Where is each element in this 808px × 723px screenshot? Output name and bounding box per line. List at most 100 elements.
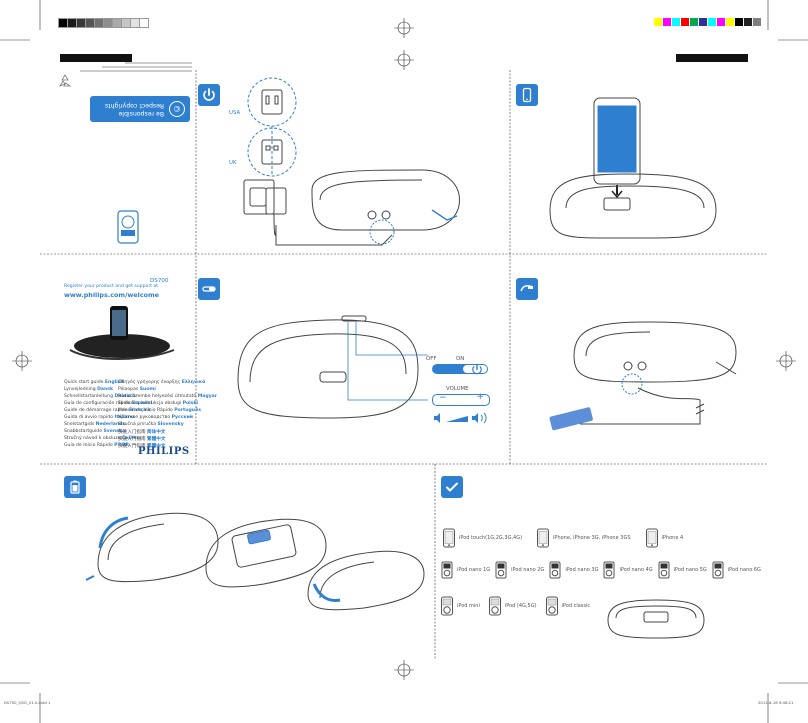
guide-title: Guida di avvio rapido xyxy=(64,415,115,420)
guide-title: 快速入门指南 xyxy=(118,430,148,435)
nano-device-icon xyxy=(712,561,724,579)
guide-title: Pikaopas xyxy=(118,387,140,392)
device-name: iPod classic xyxy=(561,603,591,609)
power-adapter-illustration xyxy=(243,77,460,246)
guide-title: Οδηγός γρήγορης έναρξης xyxy=(118,380,182,385)
language-entry: Pikaopas Suomi xyxy=(118,387,217,394)
respect-copyrights-badge: © Be responsible Respect copyrights xyxy=(90,96,190,122)
power-switch[interactable] xyxy=(432,364,488,374)
device-name: iPod mini xyxy=(457,603,480,609)
nano-device-icon xyxy=(495,561,507,579)
nano-device-icon xyxy=(441,561,453,579)
language-name: Русский xyxy=(171,415,194,420)
language-entry: Quick start guide English xyxy=(64,380,152,387)
guide-title: Snelstartgids xyxy=(64,422,96,427)
switch-icon xyxy=(198,278,220,300)
gray-swatch xyxy=(139,18,149,28)
language-name: Čeština xyxy=(121,436,142,441)
volume-up-button[interactable]: + xyxy=(476,392,484,402)
compatible-device: iPod classic xyxy=(545,596,591,616)
color-swatch xyxy=(690,18,698,26)
language-name: Polski xyxy=(182,401,199,406)
device-name: iPod (4G,5G) xyxy=(504,603,537,609)
language-name: Suomi xyxy=(139,387,156,392)
phone-device-icon xyxy=(537,528,550,548)
phone-device-icon xyxy=(645,528,658,548)
support-url[interactable]: www.philips.com/welcome xyxy=(64,291,160,299)
checkmark-icon xyxy=(441,476,463,498)
color-swatch xyxy=(753,18,761,26)
guide-title: Stručná príručka xyxy=(118,422,158,427)
device-name: iPhone 4 xyxy=(661,535,684,541)
language-name: Svenska xyxy=(103,429,126,434)
device-name: iPod nano 1G xyxy=(457,567,491,573)
language-name: Dansk xyxy=(97,387,114,392)
language-entry: Schnellstartanleitung Deutsch xyxy=(64,394,152,401)
language-name: Italiano xyxy=(114,415,135,420)
color-swatch xyxy=(717,18,725,26)
classic-device-icon xyxy=(441,596,453,616)
language-name: 繁體中文 xyxy=(147,437,166,442)
color-swatch xyxy=(654,18,662,26)
guide-title: Snabbstartguide xyxy=(64,429,104,434)
nano-device-icon xyxy=(603,561,615,579)
device-name: iPod nano 3G xyxy=(565,567,599,573)
device-name: iPod nano 5G xyxy=(673,567,707,573)
guide-title: Lynvejledning xyxy=(64,387,98,392)
compatible-device: iPod nano 5G xyxy=(657,560,707,580)
device-name: iPhone, iPhone 3G, iPhone 3GS xyxy=(553,535,631,541)
compatible-device: iPod nano 1G xyxy=(440,560,490,580)
guide-title: Краткое руководство xyxy=(118,415,172,420)
recycle-icon xyxy=(59,74,72,87)
color-swatch xyxy=(708,18,716,26)
aux-cable-icon xyxy=(516,278,538,300)
language-entry: Краткое руководство Русский xyxy=(118,415,217,422)
color-swatch xyxy=(681,18,689,26)
register-text: Register your product and get support at xyxy=(64,284,159,289)
dock-speaker-illustration xyxy=(607,599,705,639)
respect-line-2: Respect copyrights xyxy=(104,102,164,109)
compatible-device: iPod nano 3G xyxy=(548,560,598,580)
guide-title: Manual de Início Rápido xyxy=(118,408,175,413)
compatible-device: iPod nano 6G xyxy=(711,560,761,580)
classic-device-icon xyxy=(488,596,501,616)
language-entry: Rövid üzembe helyezési útmutató Magyar xyxy=(118,394,217,401)
language-entry: 快速入門指南 繁體中文 xyxy=(118,436,217,443)
registration-bar-left xyxy=(60,54,132,62)
language-name: Nederlands xyxy=(95,422,126,427)
compatible-device: iPod (4G,5G) xyxy=(488,596,537,616)
guide-title: Rövid üzembe helyezési útmutató xyxy=(118,394,198,399)
on-label: ON xyxy=(456,356,465,362)
color-swatch xyxy=(735,18,743,26)
compatible-device: iPhone, iPhone 3G, iPhone 3GS xyxy=(536,528,631,548)
guide-title: Skrócona instrukcja obsługi xyxy=(118,401,183,406)
color-swatch xyxy=(672,18,680,26)
volume-ramp-icon xyxy=(434,412,487,424)
language-entry: Guia de Início Rápido PT-BR xyxy=(64,443,152,450)
language-name: Slovensky xyxy=(157,422,184,427)
language-name: Magyar xyxy=(197,394,218,399)
language-entry: Guía de configuración rápida Español xyxy=(64,401,152,408)
battery-install-illustration xyxy=(85,512,425,611)
device-name: iPod nano 2G xyxy=(511,567,545,573)
language-entry: Guida di avvio rapido Italiano xyxy=(64,415,152,422)
aux-connection-illustration xyxy=(549,321,737,431)
guide-title: 快速入門指南 xyxy=(118,437,148,442)
volume-rocker[interactable]: − + xyxy=(432,392,490,406)
docking-illustration xyxy=(549,97,717,239)
device-name: iPod touch(1G,2G,3G,4G) xyxy=(459,535,523,541)
color-swatch xyxy=(699,18,707,26)
registration-bar-right xyxy=(676,54,748,62)
language-entry: Guide de démarrage rapide Français xyxy=(64,408,152,415)
color-swatch xyxy=(663,18,671,26)
language-name: 简体中文 xyxy=(147,430,166,435)
language-entry: Lynvejledning Dansk xyxy=(64,387,152,394)
color-swatch xyxy=(744,18,752,26)
language-name: English xyxy=(104,380,124,385)
volume-down-button[interactable]: − xyxy=(439,393,447,403)
power-icon xyxy=(198,84,220,106)
language-entry: 快速入門指南 繁體中文 xyxy=(118,443,217,450)
language-name: PT-BR xyxy=(114,443,129,448)
compat-row-touch-iphone: iPod touch(1G,2G,3G,4G) iPhone, iPhone 3G… xyxy=(442,528,683,548)
